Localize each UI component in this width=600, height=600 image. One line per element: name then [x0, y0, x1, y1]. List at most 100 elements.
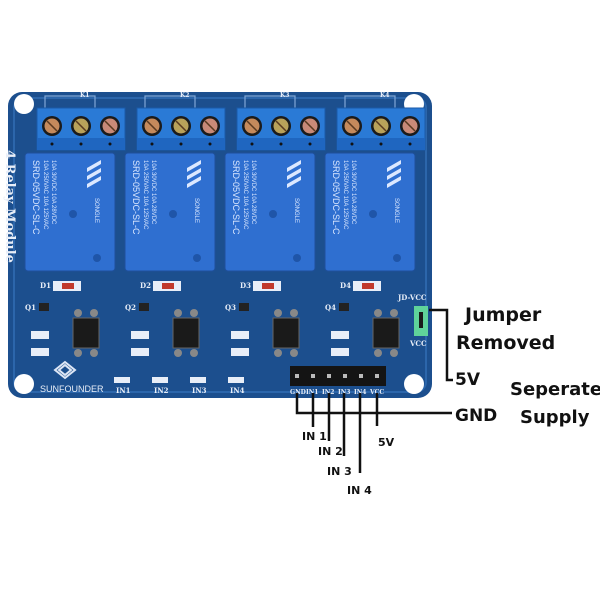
wire-hole: [379, 142, 383, 146]
relay-rating: 10A 30VDC 10A 28VDC: [150, 160, 156, 225]
transistor-label: Q4: [325, 303, 336, 312]
wire-hole: [150, 142, 154, 146]
solder-pad: [90, 349, 98, 357]
relay-rating: 10A 250VAC 10A 125VAC: [42, 160, 48, 230]
relay-rivet: [393, 254, 401, 262]
resistor: [131, 331, 149, 339]
transistor-label: Q3: [225, 303, 236, 312]
screw-slot: [304, 120, 316, 132]
optocoupler: [372, 317, 400, 349]
transistor-label: Q1: [25, 303, 36, 312]
vcc-5v-label: 5V: [378, 436, 395, 449]
pin-label: IN1: [306, 389, 318, 396]
diode-label: D1: [40, 281, 51, 290]
pcb-edge: [13, 97, 427, 393]
separate-label: Seperate: [510, 379, 600, 400]
relay-rating: 10A 30VDC 10A 28VDC: [250, 160, 256, 225]
resistor: [331, 331, 349, 339]
brand-label: SUNFOUNDER: [40, 384, 104, 394]
header-pin[interactable]: [359, 374, 363, 378]
status-led: [190, 377, 206, 383]
relay-silkscreen: [244, 95, 296, 108]
removed-label: Removed: [456, 332, 555, 354]
mounting-hole: [404, 374, 424, 394]
wire-hole: [350, 142, 354, 146]
optocoupler: [172, 317, 200, 349]
screw-slot: [346, 120, 358, 132]
in4-label: IN 4: [347, 484, 372, 497]
wire-hole: [208, 142, 212, 146]
solder-pad: [190, 349, 198, 357]
header-pin[interactable]: [295, 374, 299, 378]
relay-model: SRD-05VDC-SL-C: [131, 160, 141, 235]
jumper-pin: [419, 312, 423, 328]
screw-slot: [104, 120, 116, 132]
transistor: [339, 303, 349, 311]
transistor: [239, 303, 249, 311]
wire-hole: [279, 142, 283, 146]
gnd-wire: [295, 393, 452, 415]
header-pin[interactable]: [343, 374, 347, 378]
resistor: [131, 348, 149, 356]
in1-label: IN 1: [302, 430, 327, 443]
relay-rating: 10A 250VAC 10A 125VAC: [242, 160, 248, 230]
jd-vcc-label: JD-VCC: [397, 293, 427, 302]
screw-slot: [146, 120, 158, 132]
screw-slot: [375, 120, 387, 132]
relay-model: SRD-05VDC-SL-C: [331, 160, 341, 235]
pin-label: VCC: [369, 389, 384, 396]
pin-label: GND: [290, 389, 306, 396]
relay-designator: K4: [380, 92, 389, 99]
relay-rivet: [269, 210, 277, 218]
solder-pad: [174, 309, 182, 317]
resistor: [31, 331, 49, 339]
jd-vcc-jumper[interactable]: JD-VCC VCC: [397, 293, 428, 348]
in3-label: IN 3: [327, 465, 352, 478]
relay-rivet: [293, 254, 301, 262]
screw-slot: [204, 120, 216, 132]
jumper-bracket-line: [429, 308, 453, 382]
wire-hole: [179, 142, 183, 146]
solder-pad: [274, 309, 282, 317]
mounting-hole: [14, 374, 34, 394]
status-led: [228, 377, 244, 383]
status-led: [152, 377, 168, 383]
led-label: IN2: [154, 386, 169, 395]
relay-rivet: [369, 210, 377, 218]
resistor: [231, 348, 249, 356]
resistor: [231, 331, 249, 339]
jumper-label: Jumper: [463, 304, 542, 326]
pin-label: IN3: [338, 389, 350, 396]
screw-slot: [46, 120, 58, 132]
solder-pad: [290, 349, 298, 357]
relay-rivet: [93, 254, 101, 262]
resistor: [331, 348, 349, 356]
header-pin[interactable]: [327, 374, 331, 378]
sunfounder-logo: SUNFOUNDER: [40, 360, 104, 394]
relay-designator: K1: [80, 92, 89, 99]
transistor-label: Q2: [125, 303, 136, 312]
diode-label: D3: [240, 281, 251, 290]
relay-maker: SONGLE: [393, 198, 399, 223]
relay-rating: 10A 30VDC 10A 28VDC: [50, 160, 56, 225]
gnd-label: GND: [455, 406, 497, 426]
relay-silkscreen: [44, 95, 96, 108]
solder-pad: [390, 309, 398, 317]
screw-slot: [404, 120, 416, 132]
supply-label: Supply: [520, 407, 590, 428]
relay-rivet: [193, 254, 201, 262]
solder-pad: [274, 349, 282, 357]
solder-pad: [174, 349, 182, 357]
relay-model: SRD-05VDC-SL-C: [231, 160, 241, 235]
header-pin[interactable]: [375, 374, 379, 378]
relay-rivet: [169, 210, 177, 218]
header-pin[interactable]: [311, 374, 315, 378]
led-label: IN1: [116, 386, 131, 395]
